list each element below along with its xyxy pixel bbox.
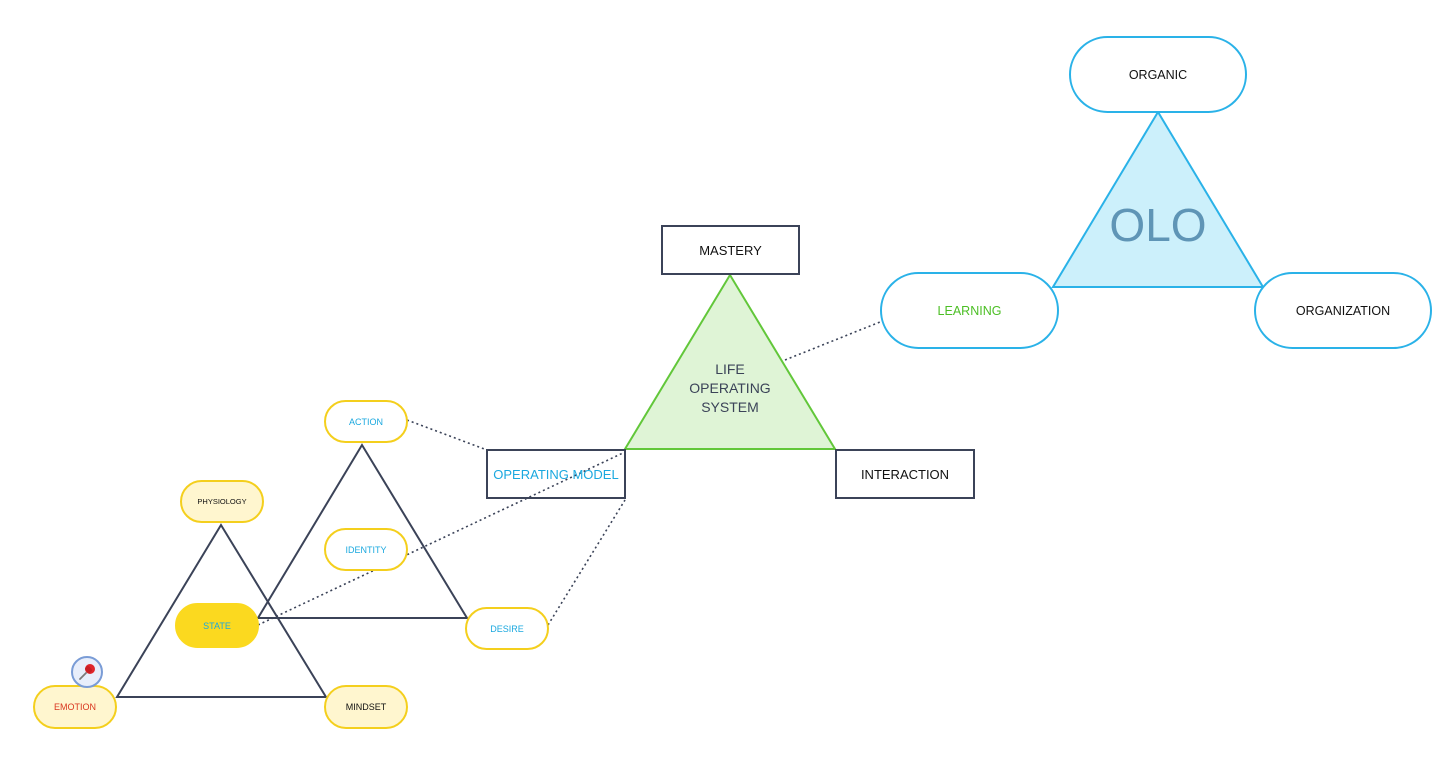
node-mindset[interactable]: MINDSET (324, 685, 408, 729)
node-operating-model[interactable]: OPERATING MODEL (486, 449, 626, 499)
life-os-triangle (623, 273, 837, 450)
node-organic[interactable]: ORGANIC (1069, 36, 1247, 113)
operating-model-triangle (256, 443, 469, 619)
connector-desire-to-operating-model (547, 499, 626, 626)
connector-action-to-operating-model (406, 419, 488, 451)
node-action[interactable]: ACTION (324, 400, 408, 443)
node-organization[interactable]: ORGANIZATION (1254, 272, 1432, 349)
node-learning[interactable]: LEARNING (880, 272, 1059, 349)
node-identity[interactable]: IDENTITY (324, 528, 408, 571)
pushpin-glyph (79, 664, 95, 680)
node-desire[interactable]: DESIRE (465, 607, 549, 650)
pushpin-icon[interactable] (71, 656, 103, 688)
node-state[interactable]: STATE (175, 603, 259, 648)
node-physiology[interactable]: PHYSIOLOGY (180, 480, 264, 523)
node-mastery[interactable]: MASTERY (661, 225, 800, 275)
node-emotion[interactable]: EMOTION (33, 685, 117, 729)
state-triangle (115, 523, 328, 698)
olo-triangle (1051, 110, 1265, 288)
node-interaction[interactable]: INTERACTION (835, 449, 975, 499)
connector-life-os-to-learning (784, 321, 881, 361)
